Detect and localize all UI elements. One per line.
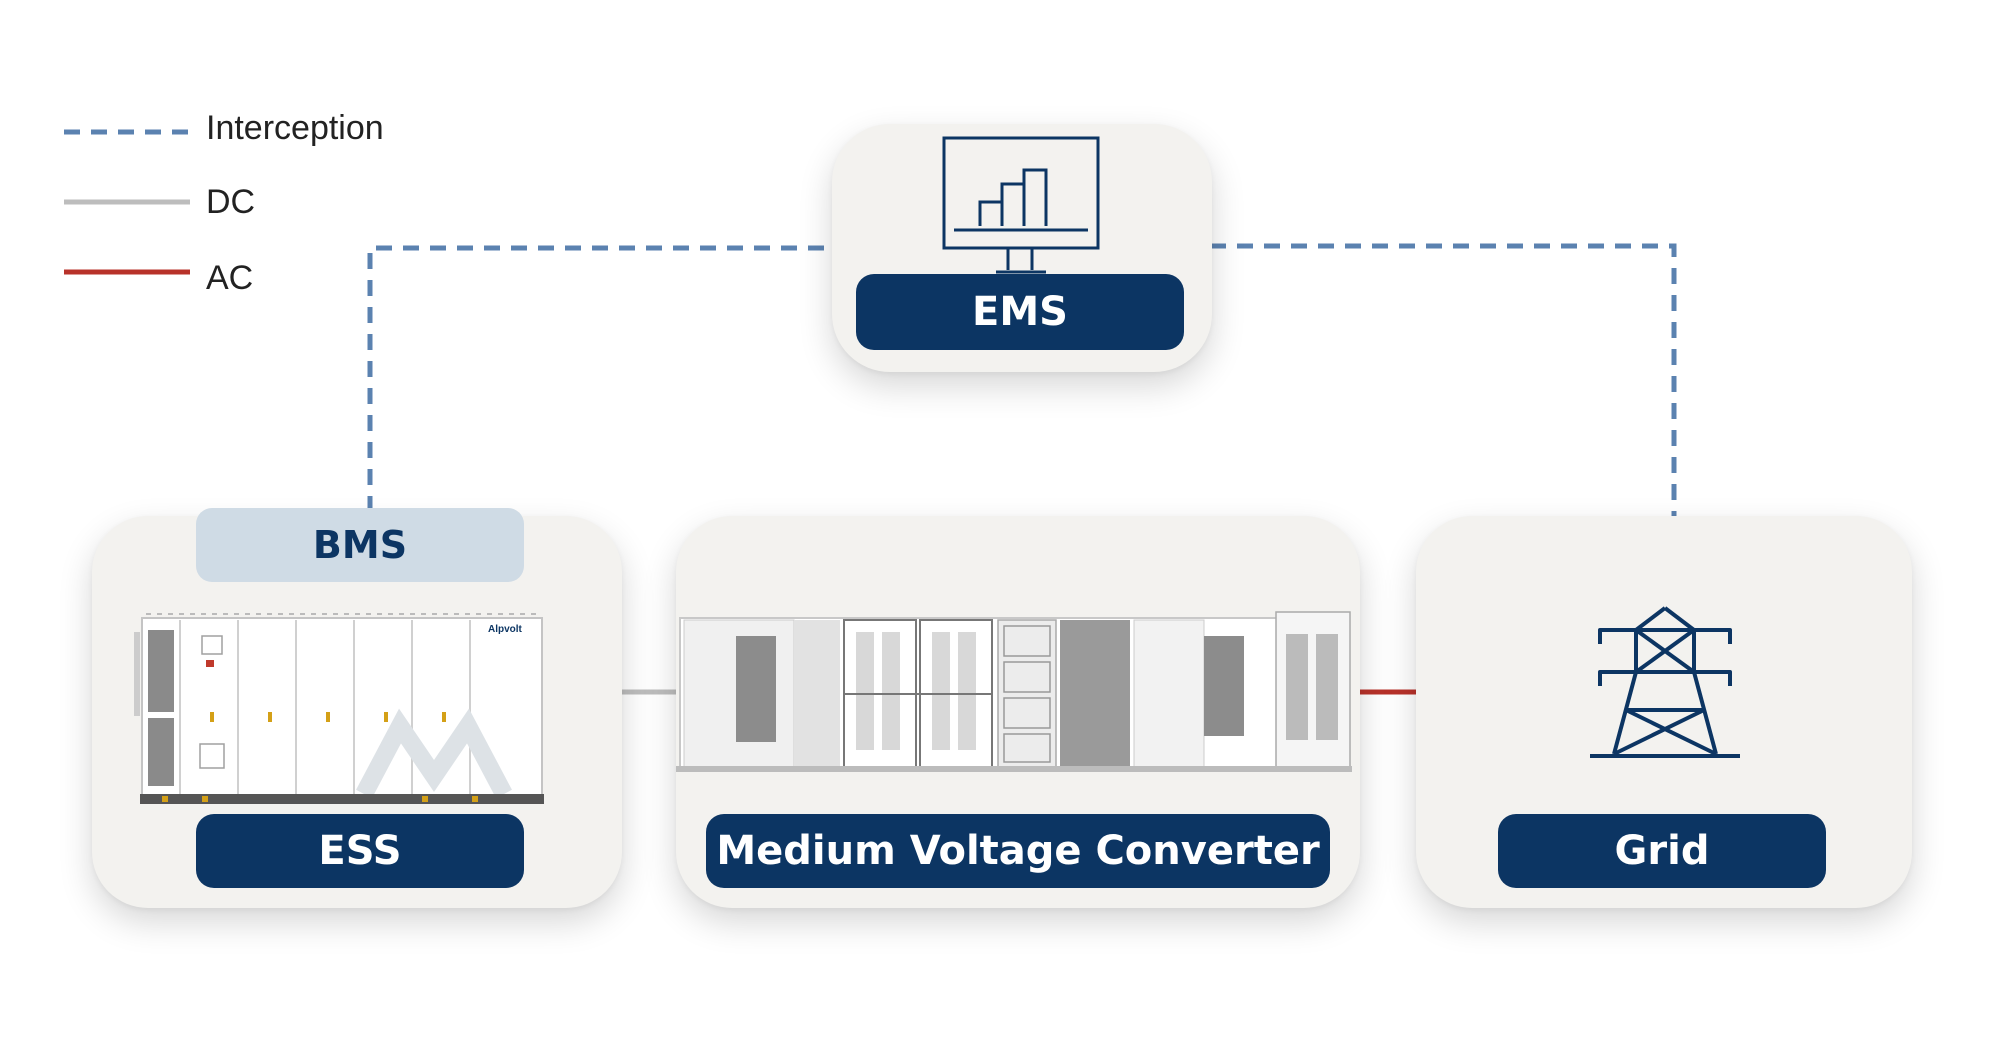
legend-ac-label: AC: [206, 259, 254, 297]
ems-card: EMS: [832, 124, 1212, 372]
interception-line-right: [1210, 243, 1677, 520]
ess-label: ESS: [196, 814, 524, 888]
converter-container-image: [676, 611, 1352, 772]
grid-label: Grid: [1498, 814, 1826, 888]
ess-brand-text: Alpvolt: [488, 624, 523, 635]
legend-lines: [64, 129, 190, 275]
grid-card: Grid: [1416, 516, 1912, 908]
ess-card: BMS Alpvolt ESS: [92, 508, 622, 908]
monitor-chart-icon: [942, 136, 1100, 274]
legend-interception-label: Interception: [206, 109, 384, 147]
mvc-card: Medium Voltage Converter: [676, 516, 1360, 908]
legend-dc-label: DC: [206, 183, 256, 221]
ems-label: EMS: [856, 274, 1184, 350]
power-tower-icon: [1590, 606, 1740, 758]
interception-line-left: [367, 245, 835, 512]
mvc-label: Medium Voltage Converter: [706, 814, 1330, 888]
battery-container-image: Alpvolt: [134, 613, 544, 804]
bms-label: BMS: [196, 508, 524, 582]
